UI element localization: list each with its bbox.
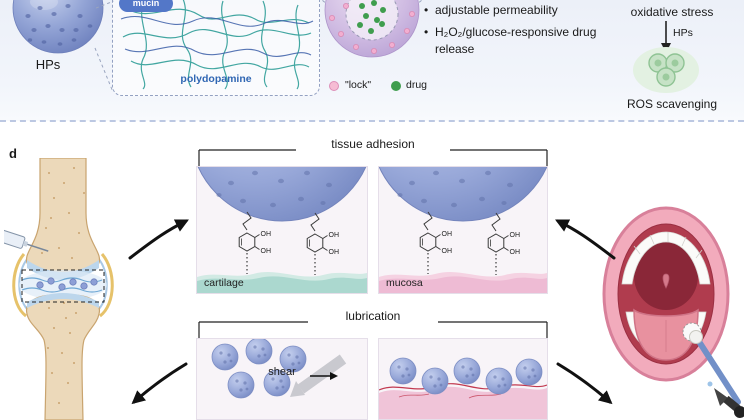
catechol-oh-label: OH <box>261 231 272 238</box>
adhesion-mucosa-panel: OH OH OH OH mucosa <box>378 166 548 294</box>
feature-bullet-list: adjustable permeability H₂O₂/glucose-res… <box>424 2 604 58</box>
syringe-icon <box>4 226 49 252</box>
mouth-illustration <box>602 206 744 418</box>
lubrication-shear-art <box>211 339 347 399</box>
zoom-connector-lines <box>94 0 115 93</box>
lubrication-mucosa-art <box>379 357 547 419</box>
panel-letter-d: d <box>9 146 17 161</box>
lubrication-bracket <box>198 321 548 338</box>
catechol-oh-label: OH <box>510 249 521 256</box>
bullet-adjustable-permeability: adjustable permeability <box>424 2 604 19</box>
tissue-adhesion-bracket <box>198 149 548 166</box>
knee-joint-illustration <box>4 158 114 420</box>
ros-scavenging-label: ROS scavenging <box>626 97 718 111</box>
lock-legend-icon <box>329 81 339 91</box>
adhesion-cartilage-art: OH OH OH OH <box>197 167 367 293</box>
drug-loaded-sphere-illustration <box>321 0 423 58</box>
adhesion-mucosa-art: OH OH OH OH <box>379 167 547 293</box>
mucin-label-pill: mucin <box>119 0 173 12</box>
cartilage-label: cartilage <box>204 277 244 289</box>
oxidative-stress-label: oxidative stress <box>630 5 714 19</box>
polydopamine-label: polydopamine <box>180 73 252 85</box>
ros-scavenging-cluster-icon <box>633 47 699 93</box>
hps-caption: HPs <box>35 57 61 72</box>
drug-legend-icon <box>391 81 401 91</box>
tissue-adhesion-title: tissue adhesion <box>331 137 415 151</box>
hps-arrow-label: HPs <box>673 27 693 39</box>
catechol-oh-label: OH <box>329 232 340 239</box>
polymer-network-art <box>120 0 314 90</box>
lubrication-shear-panel <box>196 338 368 420</box>
drug-legend-label: drug <box>406 79 428 91</box>
catechol-oh-label: OH <box>442 248 453 255</box>
dropper-icon <box>707 381 744 418</box>
catechol-oh-label: OH <box>261 248 272 255</box>
hps-sphere-illustration <box>12 0 104 54</box>
bullet-responsive-drug-release: H₂O₂/glucose-responsive drug release <box>424 24 604 58</box>
mucosa-label: mucosa <box>386 277 423 289</box>
catechol-oh-label: OH <box>329 249 340 256</box>
polydopamine-network-box: mucin polydopamine <box>112 0 320 96</box>
catechol-oh-label: OH <box>442 231 453 238</box>
lubrication-mucosa-panel <box>378 338 548 420</box>
shear-direction-arrow-icon <box>310 372 338 380</box>
lubrication-title: lubrication <box>345 309 401 323</box>
section-divider-dashed-line <box>0 120 744 122</box>
adhesion-cartilage-panel: OH OH OH OH cartilage <box>196 166 368 294</box>
lock-legend-label: "lock" <box>345 79 372 91</box>
applicator-swab-icon <box>689 330 741 405</box>
shear-label: shear <box>268 366 296 378</box>
catechol-oh-label: OH <box>510 232 521 239</box>
